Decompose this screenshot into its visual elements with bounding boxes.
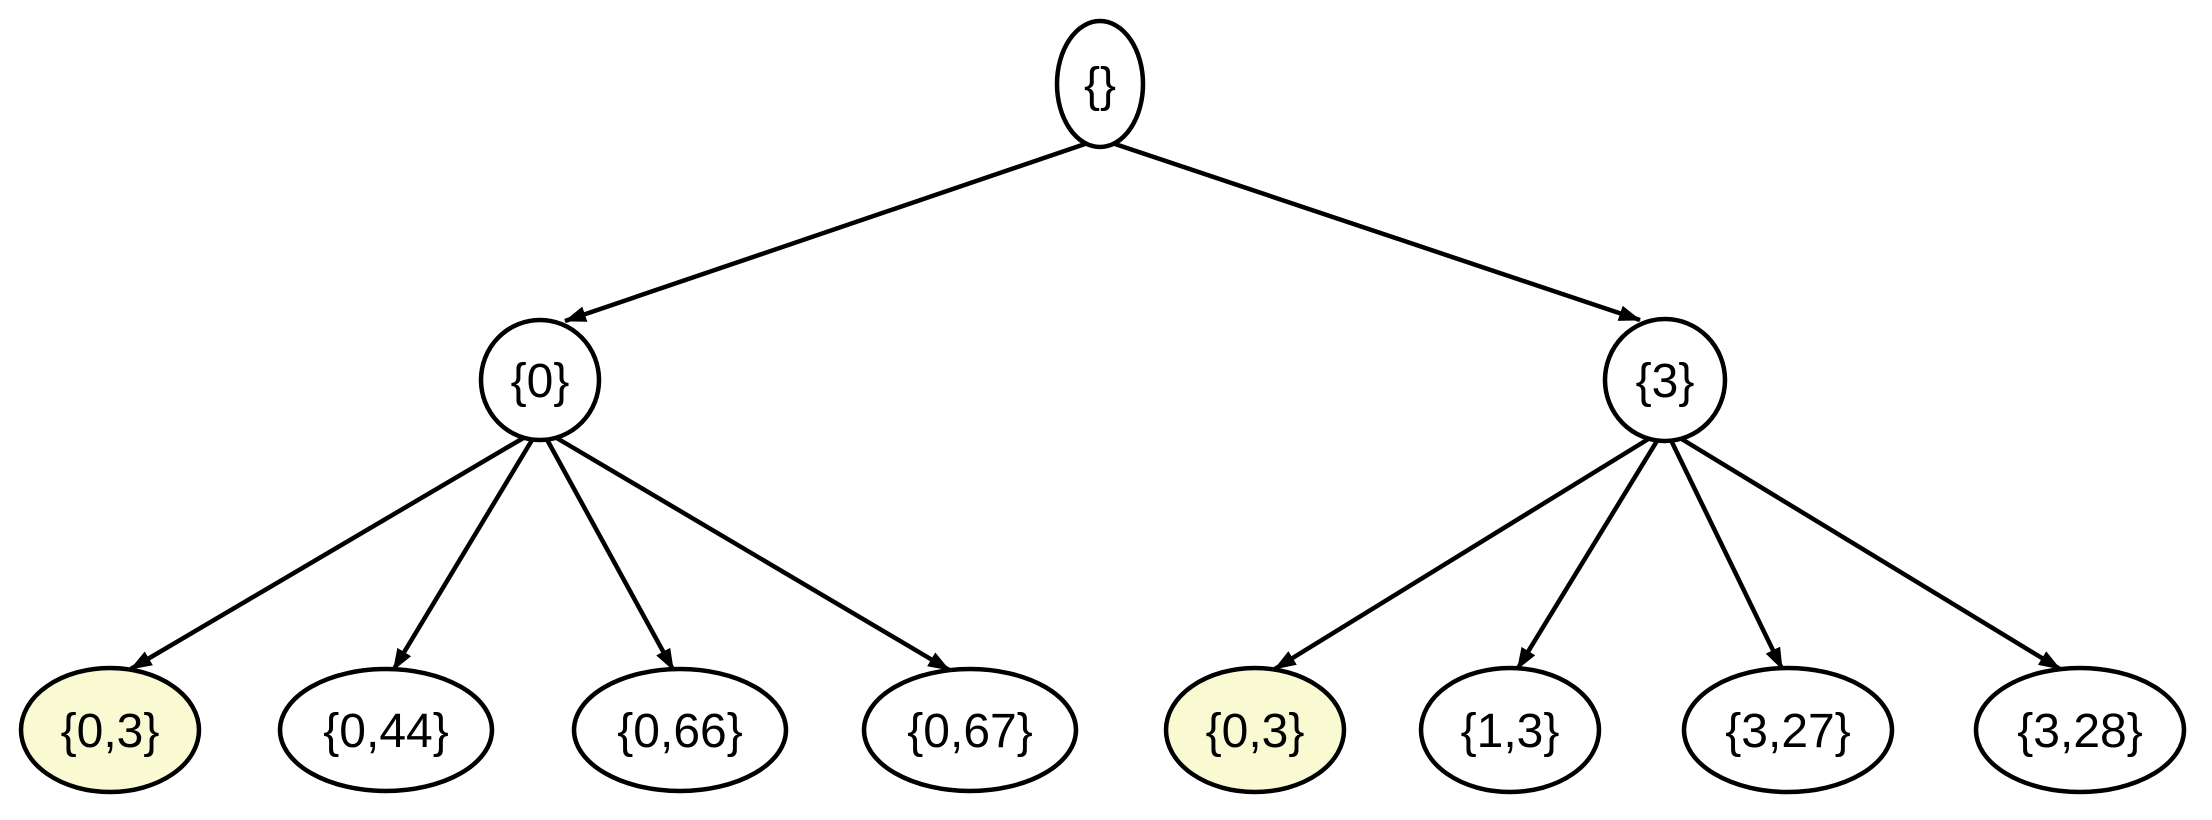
tree-node-label: {0,3} <box>61 705 160 758</box>
tree-edge <box>1273 436 1652 671</box>
tree-node: {3,27} <box>1681 665 1895 795</box>
tree-node: {0,44} <box>277 666 495 794</box>
tree-node-shape <box>571 666 789 794</box>
tree-node-shape <box>1054 18 1146 150</box>
tree-edge <box>553 435 951 672</box>
tree-node-label: {1,3} <box>1461 705 1560 758</box>
tree-node: {0} <box>478 317 602 443</box>
tree-node: {} <box>1054 18 1146 150</box>
tree-edge <box>391 435 536 672</box>
tree-edge <box>564 141 1086 324</box>
tree-node-shape <box>1163 665 1347 795</box>
tree-node-shape <box>1973 665 2187 795</box>
tree-node-shape <box>1418 665 1602 795</box>
nodes-layer: {} {0} {3} {0,3} {0,44} {0,66} {0,67} {0,3} {1,3… <box>18 18 2187 795</box>
tree-node-shape <box>1602 316 1728 444</box>
tree-edge <box>543 435 676 672</box>
tree-edge <box>1678 436 2062 671</box>
tree-node-label: {0,66} <box>617 705 742 758</box>
tree-node-label: {3,27} <box>1725 705 1850 758</box>
tree-node-label: {0,67} <box>907 705 1032 758</box>
tree-node-highlighted: {0,3} <box>1163 665 1347 795</box>
tree-edge <box>129 435 527 671</box>
tree-node-label: {} <box>1084 59 1116 112</box>
tree-node-shape <box>18 665 202 795</box>
tree-node-label: {0,44} <box>323 705 448 758</box>
tree-node-shape <box>478 317 602 443</box>
tree-node-highlighted: {0,3} <box>18 665 202 795</box>
edges-layer <box>129 141 2062 672</box>
tree-node: {0,66} <box>571 666 789 794</box>
tree-node-label: {0} <box>511 355 570 408</box>
tree-node: {3} <box>1602 316 1728 444</box>
tree-node-shape <box>861 666 1079 794</box>
tree-node: {3,28} <box>1973 665 2187 795</box>
tree-edge <box>1667 437 1785 670</box>
tree-node-shape <box>277 666 495 794</box>
tree-edge <box>1114 141 1641 323</box>
tree-edge <box>1515 436 1661 671</box>
tree-node: {1,3} <box>1418 665 1602 795</box>
tree-node: {0,67} <box>861 666 1079 794</box>
tree-node-label: {0,3} <box>1206 705 1305 758</box>
tree-node-label: {3,28} <box>2017 705 2142 758</box>
tree-node-shape <box>1681 665 1895 795</box>
tree-node-label: {3} <box>1636 355 1695 408</box>
